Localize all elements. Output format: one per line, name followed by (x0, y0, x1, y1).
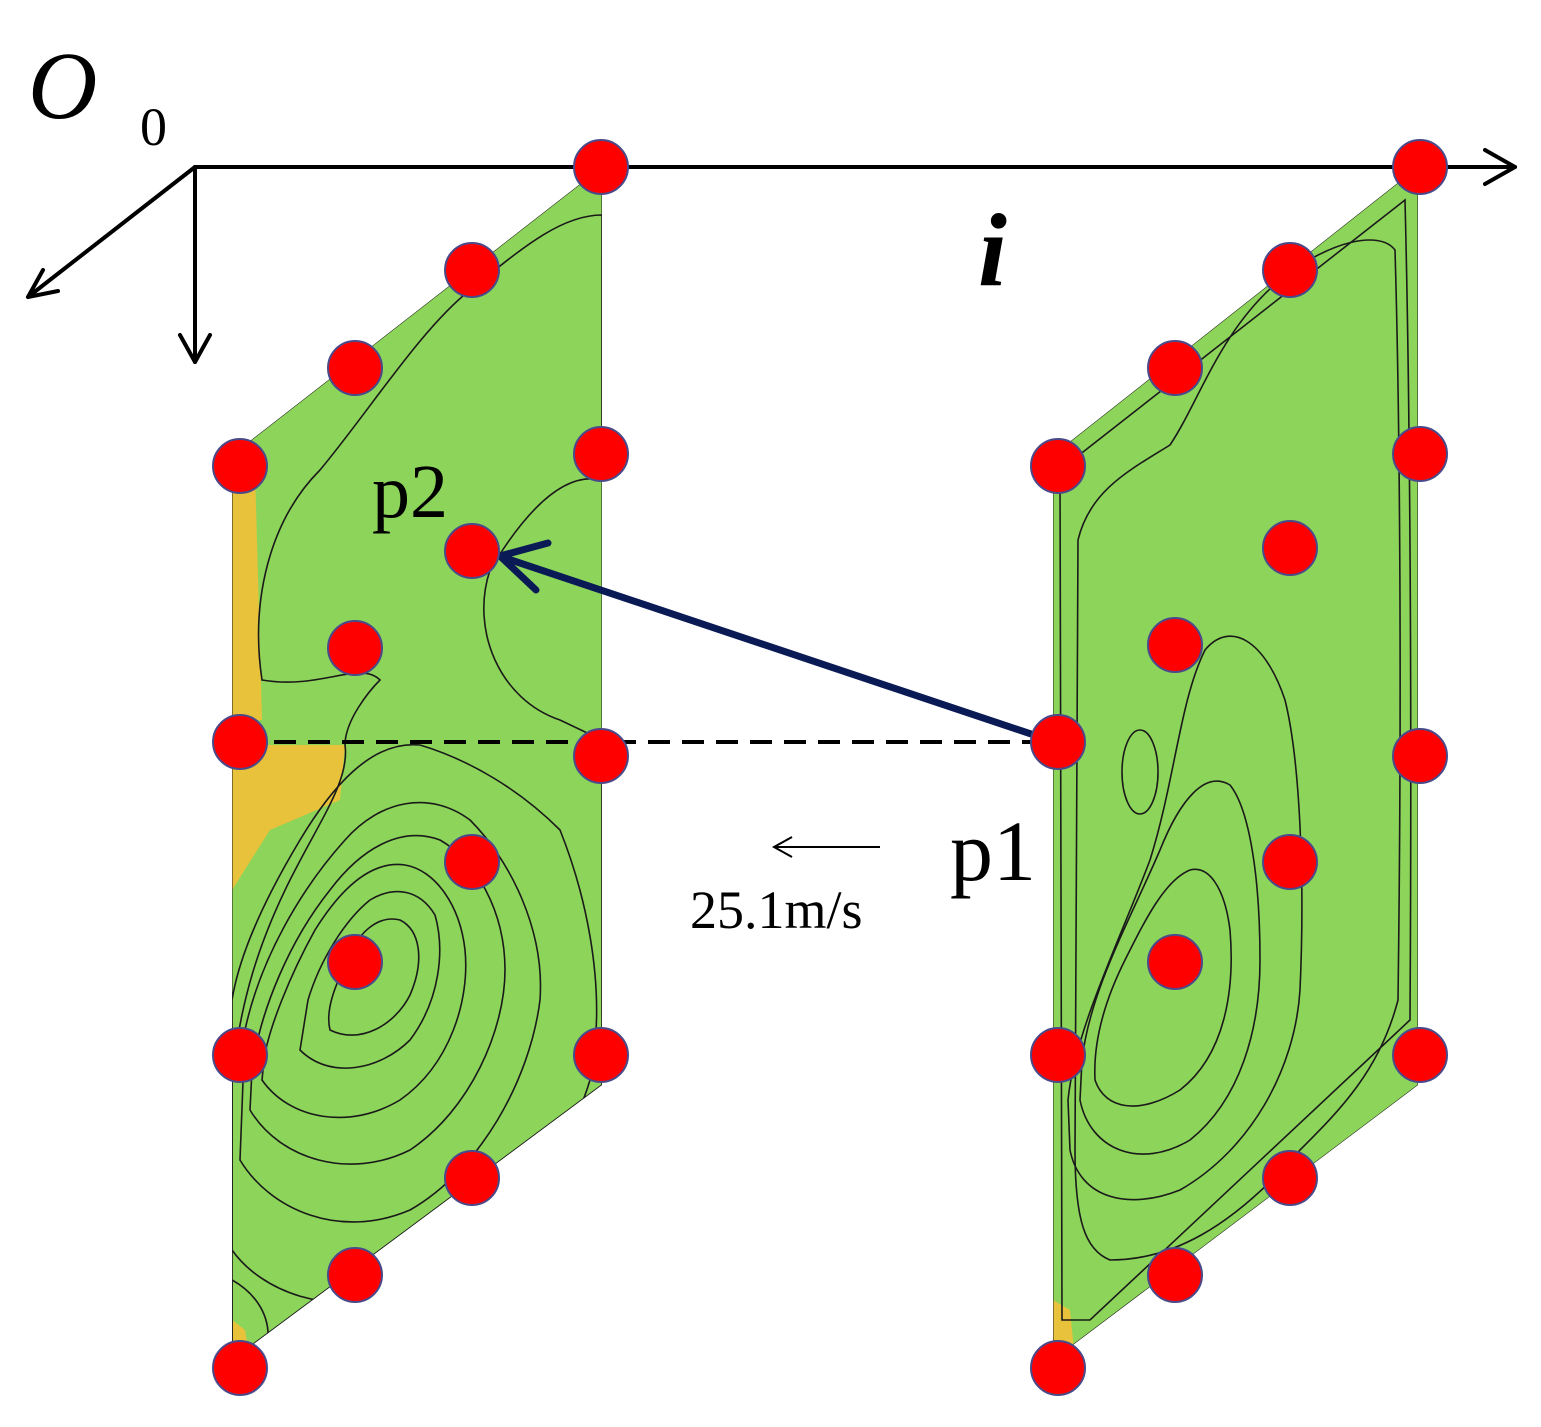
right-plane-medblue-band (1067, 635, 1303, 1201)
p1-label: p1 (950, 803, 1036, 899)
sensor-dot (1030, 1027, 1086, 1083)
vector-arrowhead (496, 539, 552, 594)
coordinate-axes (26, 148, 1517, 364)
sensor-dot (1392, 728, 1448, 784)
right-plane-core (1093, 868, 1232, 1107)
sensor-dot (573, 1027, 629, 1083)
sensor-dot (327, 1247, 383, 1303)
left-plane-core (299, 890, 441, 1069)
right-contour-plane (1053, 167, 1418, 1360)
sensor-dot (1147, 1247, 1203, 1303)
sensor-dot-p1 (1030, 714, 1086, 770)
sensor-dot (444, 242, 500, 298)
right-plane-violet-band (1079, 780, 1261, 1155)
left-contour-plane (232, 167, 602, 1360)
left-plane-violet-band (261, 863, 467, 1119)
sensor-dot (1030, 438, 1086, 494)
depth-axis-arrowhead (26, 268, 60, 299)
vertical-axis-arrowhead (178, 333, 212, 364)
left-plane-medblue-band (249, 834, 506, 1165)
left-plane-lightblue-band (239, 801, 542, 1223)
left-plane-orange-patch-upper (232, 470, 262, 720)
sensor-dot (1262, 834, 1318, 890)
sensor-dot (444, 1150, 500, 1206)
sensor-dot (444, 834, 500, 890)
axis-i-label: i (978, 193, 1007, 308)
sensor-dot (1392, 426, 1448, 482)
sensor-points (212, 139, 1448, 1396)
i-axis-arrowhead (1483, 148, 1517, 186)
sensor-dot (573, 426, 629, 482)
origin-subscript: 0 (140, 97, 167, 157)
sensor-dot (1392, 139, 1448, 195)
sensor-dot (212, 438, 268, 494)
sensor-dot (327, 340, 383, 396)
left-plane-orange-patch-middle (232, 745, 345, 890)
sensor-dot-p2 (444, 523, 500, 579)
p1-to-p2-vector (496, 539, 1059, 746)
right-plane-cyan-band (1059, 198, 1412, 1321)
sensor-dot (1147, 340, 1203, 396)
flow-speed-label: 25.1m/s (690, 880, 863, 940)
sensor-dot (1147, 617, 1203, 673)
sensor-dot (1392, 1027, 1448, 1083)
sensor-dot (1030, 1340, 1086, 1396)
depth-axis-line (26, 165, 197, 299)
sensor-dot (212, 1027, 268, 1083)
sensor-dot (573, 139, 629, 195)
origin-label: O (28, 32, 97, 139)
sensor-dot (327, 934, 383, 990)
right-plane-outer-band (1053, 167, 1418, 1360)
sensor-dot (1262, 1150, 1318, 1206)
sensor-dot (1147, 934, 1203, 990)
sensor-dot (212, 1340, 268, 1396)
sensor-dot (1262, 520, 1318, 576)
left-plane-green-region (232, 214, 602, 1360)
sensor-dot (212, 714, 268, 770)
p2-label: p2 (372, 450, 448, 534)
sensor-dot (573, 728, 629, 784)
flow-direction-arrow (771, 836, 880, 858)
sensor-dot (327, 620, 383, 676)
right-plane-cyan-island (1121, 729, 1159, 815)
sensor-dot (1262, 242, 1318, 298)
